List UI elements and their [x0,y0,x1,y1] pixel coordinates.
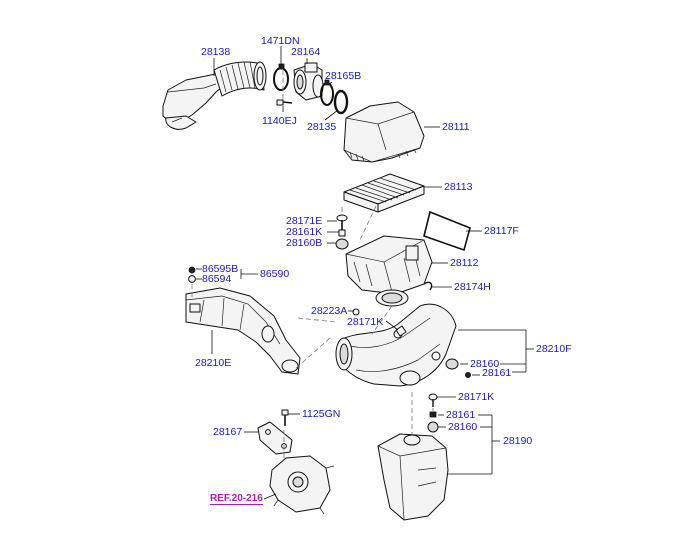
part-label-28111[interactable]: 28111 [442,121,470,133]
part-label-28190[interactable]: 28190 [503,435,533,447]
grommet-28160-a-drawing [445,358,459,370]
reference-link-20-216[interactable]: REF.20-216 [210,493,263,505]
leader-lines [196,46,534,500]
part-label-28223a[interactable]: 28223A [311,305,348,317]
part-label-28138[interactable]: 28138 [201,46,231,58]
bolt-28171k-b-drawing [428,393,438,407]
part-label-28113[interactable]: 28113 [444,181,473,193]
intake-hose-drawing [213,61,267,97]
grommet-28160-b-drawing [427,421,439,433]
part-label-28160-a[interactable]: 28160 [470,358,500,370]
bolt-86595b-drawing [188,266,196,274]
assembly-lines [191,70,434,458]
bolt-28171e-drawing [336,214,348,230]
part-label-86594[interactable]: 86594 [202,273,232,285]
part-label-28161k[interactable]: 28161K [286,226,323,238]
seal-ring-28135-drawing [333,89,349,115]
part-label-28161-a[interactable]: 28161 [482,367,512,379]
part-label-28210e[interactable]: 28210E [195,357,232,369]
part-label-28167[interactable]: 28167 [213,426,243,438]
part-label-1471dn[interactable]: 1471DN [261,35,300,47]
part-label-28174h[interactable]: 28174H [454,281,491,293]
part-label-86595b[interactable]: 86595B [202,263,239,275]
nut-86594-drawing [188,275,196,283]
air-flow-sensor-28164-drawing [293,62,324,101]
part-label-86590[interactable]: 86590 [260,268,290,280]
part-label-28112[interactable]: 28112 [450,257,479,269]
insulator-28160b-drawing [335,238,349,250]
bracket-28167-drawing [257,421,293,455]
bolt-28171k-a-drawing [395,325,407,337]
part-label-1125gn[interactable]: 1125GN [302,408,341,420]
clip-28174h-drawing [423,281,433,291]
clamp-28165b-drawing [320,79,334,106]
collar-28161-a-drawing [464,371,471,378]
engine-mount-drawing [269,455,335,515]
filter-element-28113-drawing [343,173,425,213]
collar-28161-b-drawing [429,411,437,418]
part-label-28165b[interactable]: 28165B [325,70,362,82]
air-cleaner-body-28112-drawing [345,235,433,307]
part-label-28161-b[interactable]: 28161 [446,409,476,421]
part-label-28171e[interactable]: 28171E [286,215,323,227]
part-label-28135[interactable]: 28135 [307,121,337,133]
resonator-28190-drawing [377,433,449,521]
part-label-28171k-b[interactable]: 28171K [458,391,495,403]
bolt-28223a-drawing [352,308,360,316]
part-label-28171k-a[interactable]: 28171K [347,316,384,328]
bolt-1140ej-drawing [276,99,293,106]
part-label-28164[interactable]: 28164 [291,46,321,58]
part-label-28160b[interactable]: 28160B [286,237,323,249]
air-intake-duct-28138-drawing [162,72,227,130]
part-label-28160-b[interactable]: 28160 [448,421,478,433]
part-label-28117f[interactable]: 28117F [484,225,519,237]
part-label-1140ej[interactable]: 1140EJ [262,115,297,127]
part-label-28210f[interactable]: 28210F [536,343,572,355]
air-cleaner-cover-28111-drawing [343,101,425,163]
gasket-28117f-drawing [423,210,471,252]
air-intake-hose-28210f-drawing [335,303,457,387]
bolt-1125gn-drawing [281,409,289,426]
collar-28161k-drawing [338,229,346,237]
